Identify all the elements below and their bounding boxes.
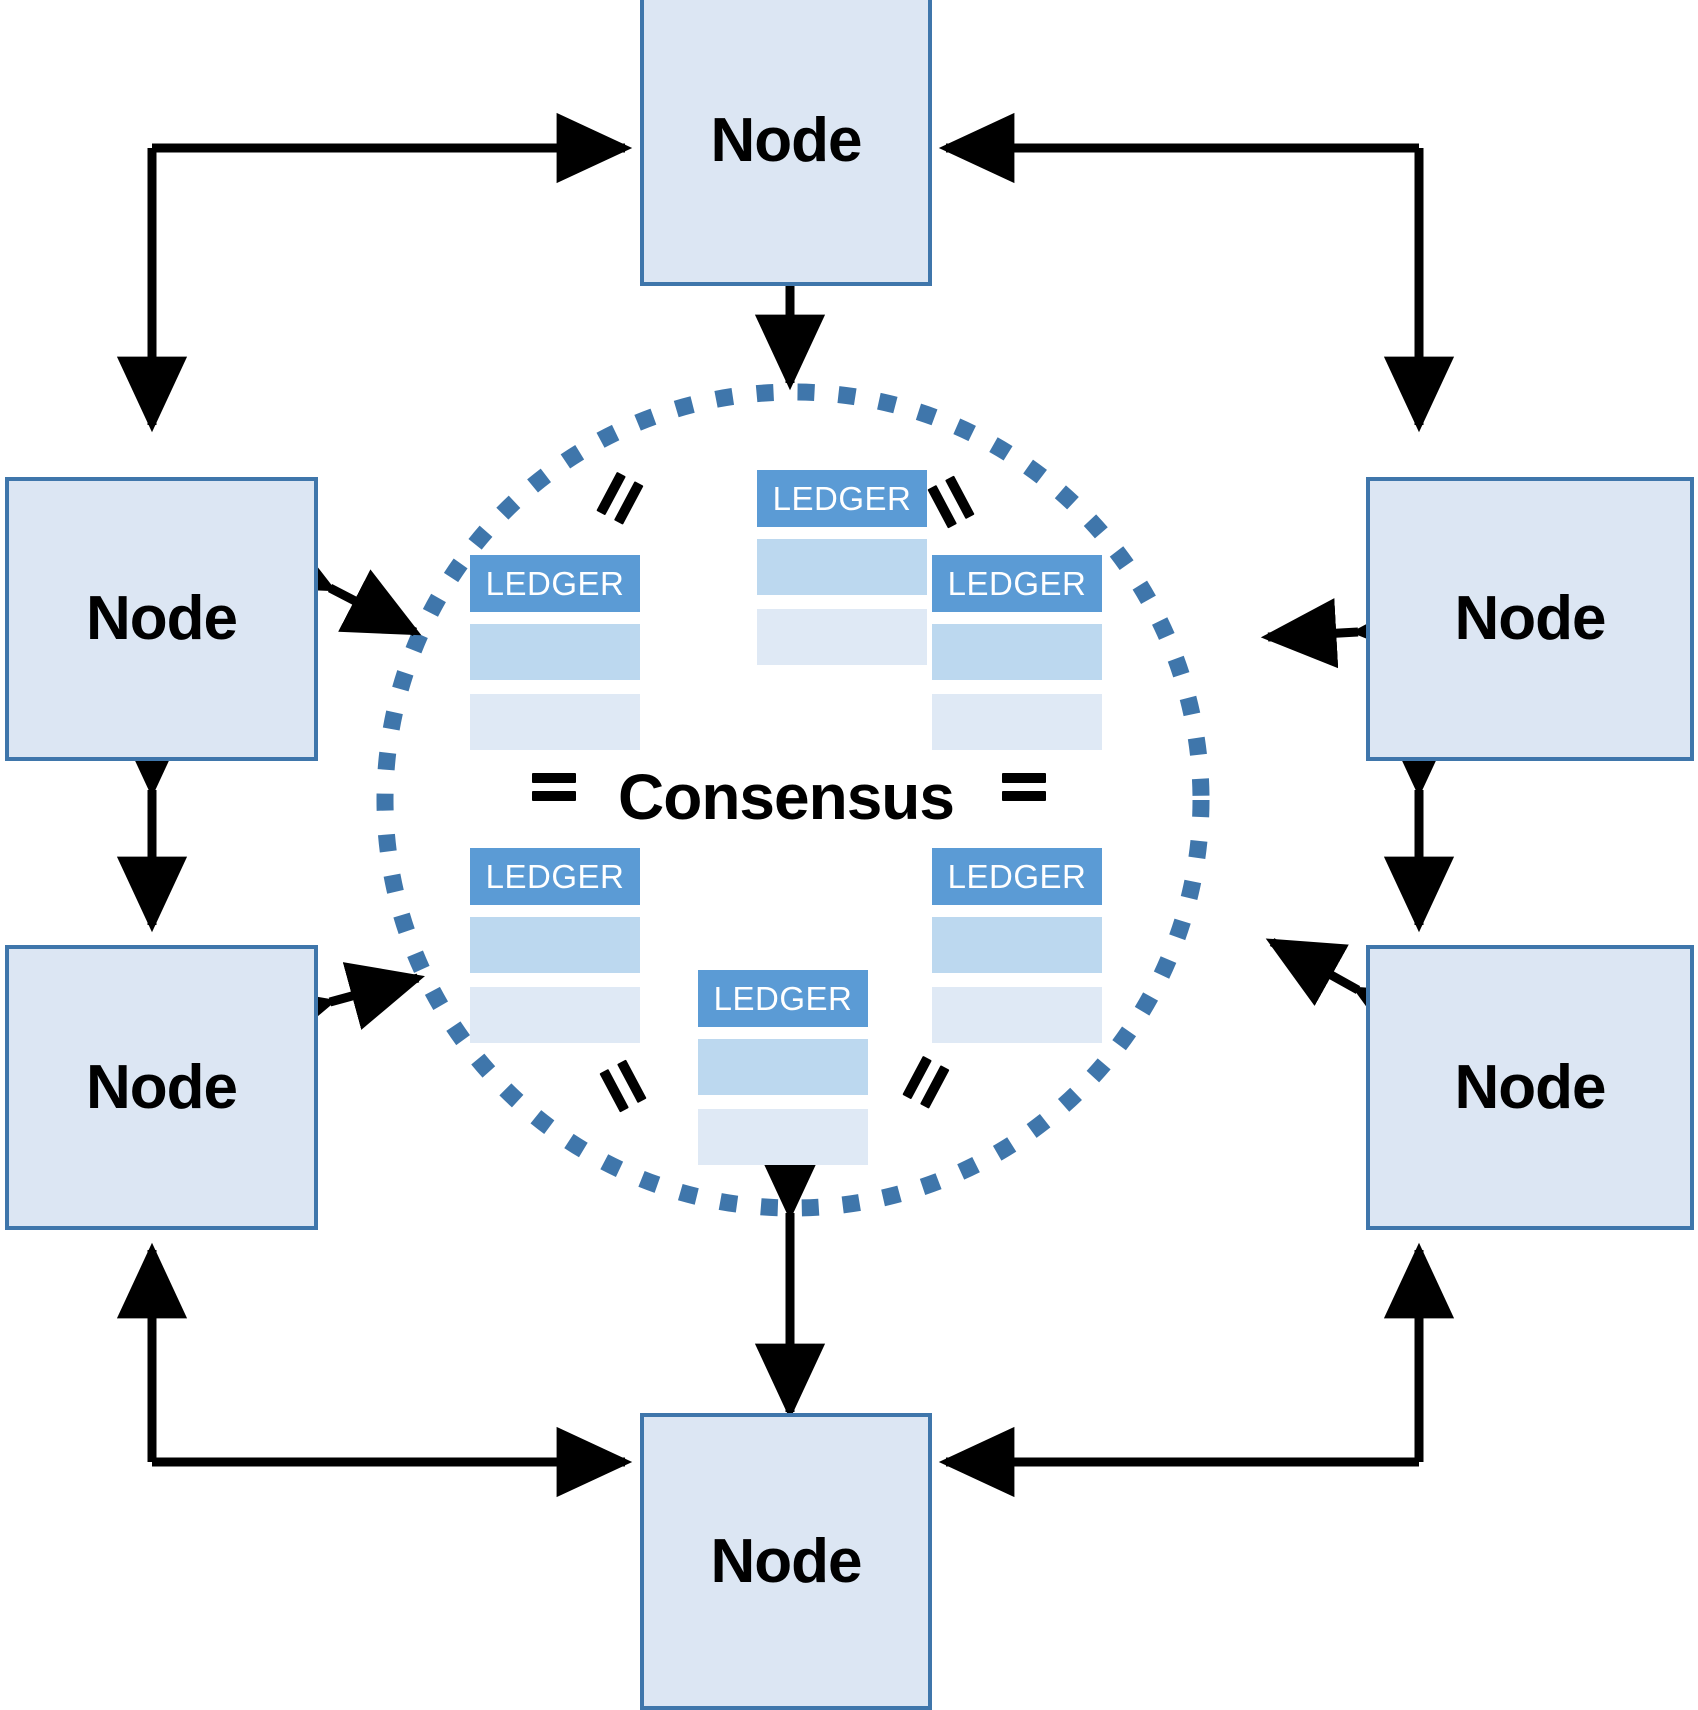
- ledger-left-row-2: [470, 694, 640, 750]
- ledger-bottom-left-row-2: [470, 987, 640, 1043]
- equals-mid-left: [530, 767, 576, 813]
- ledger-bottom-right-row-2: [932, 987, 1102, 1043]
- node-bottom-label: Node: [710, 1526, 863, 1596]
- ledger-right-title: LEDGER: [932, 555, 1102, 612]
- node-bottom[interactable]: Node: [640, 1413, 932, 1710]
- ledger-top: LEDGER: [757, 470, 927, 665]
- ledger-top-row-1: [757, 539, 927, 595]
- ledger-gap: [757, 527, 927, 539]
- ledger-bottom-right-title: LEDGER: [932, 848, 1102, 905]
- node-right-lower[interactable]: Node: [1366, 945, 1694, 1230]
- ledger-gap: [757, 595, 927, 609]
- node-top-label: Node: [710, 106, 863, 175]
- ledger-gap: [470, 680, 640, 694]
- equals-mid-right: [1000, 767, 1046, 813]
- ledger-gap: [932, 612, 1102, 624]
- ledger-left-row-1: [470, 624, 640, 680]
- node-right-upper[interactable]: Node: [1366, 477, 1694, 761]
- ledger-bottom-row-2: [698, 1109, 868, 1165]
- ledger-bottom-left-title: LEDGER: [470, 848, 640, 905]
- ledger-bottom-row-1: [698, 1039, 868, 1095]
- outer-links: [116, 112, 1455, 1498]
- ledger-bottom-left: LEDGER: [470, 848, 640, 1043]
- ledger-bottom: LEDGER: [698, 970, 868, 1165]
- ledger-gap: [470, 612, 640, 624]
- consensus-circle: [376, 383, 1210, 1217]
- node-left-lower[interactable]: Node: [5, 945, 318, 1230]
- node-left-lower-label: Node: [86, 1052, 238, 1122]
- node-right-upper-label: Node: [1454, 584, 1607, 653]
- consensus-label: Consensus: [618, 761, 955, 833]
- ledger-gap: [932, 973, 1102, 987]
- ledger-top-title: LEDGER: [757, 470, 927, 527]
- ledger-bottom-left-row-1: [470, 917, 640, 973]
- ledger-gap: [470, 973, 640, 987]
- node-top[interactable]: Node: [640, 0, 932, 286]
- ledger-gap: [698, 1027, 868, 1039]
- ledger-bottom-right: LEDGER: [932, 848, 1102, 1043]
- ledger-right: LEDGER: [932, 555, 1102, 750]
- ledger-right-row-2: [932, 694, 1102, 750]
- ledger-right-row-1: [932, 624, 1102, 680]
- node-left-upper[interactable]: Node: [5, 477, 318, 761]
- ledger-top-row-2: [757, 609, 927, 665]
- ledger-gap: [932, 680, 1102, 694]
- ledger-left-title: LEDGER: [470, 555, 640, 612]
- ledger-bottom-right-row-1: [932, 917, 1102, 973]
- node-left-upper-label: Node: [86, 584, 238, 653]
- ledger-gap: [470, 905, 640, 917]
- ledger-bottom-title: LEDGER: [698, 970, 868, 1027]
- ledger-gap: [932, 905, 1102, 917]
- ledger-left: LEDGER: [470, 555, 640, 750]
- ledger-gap: [698, 1095, 868, 1109]
- consensus-spokes: [253, 214, 1435, 1420]
- node-right-lower-label: Node: [1454, 1052, 1607, 1122]
